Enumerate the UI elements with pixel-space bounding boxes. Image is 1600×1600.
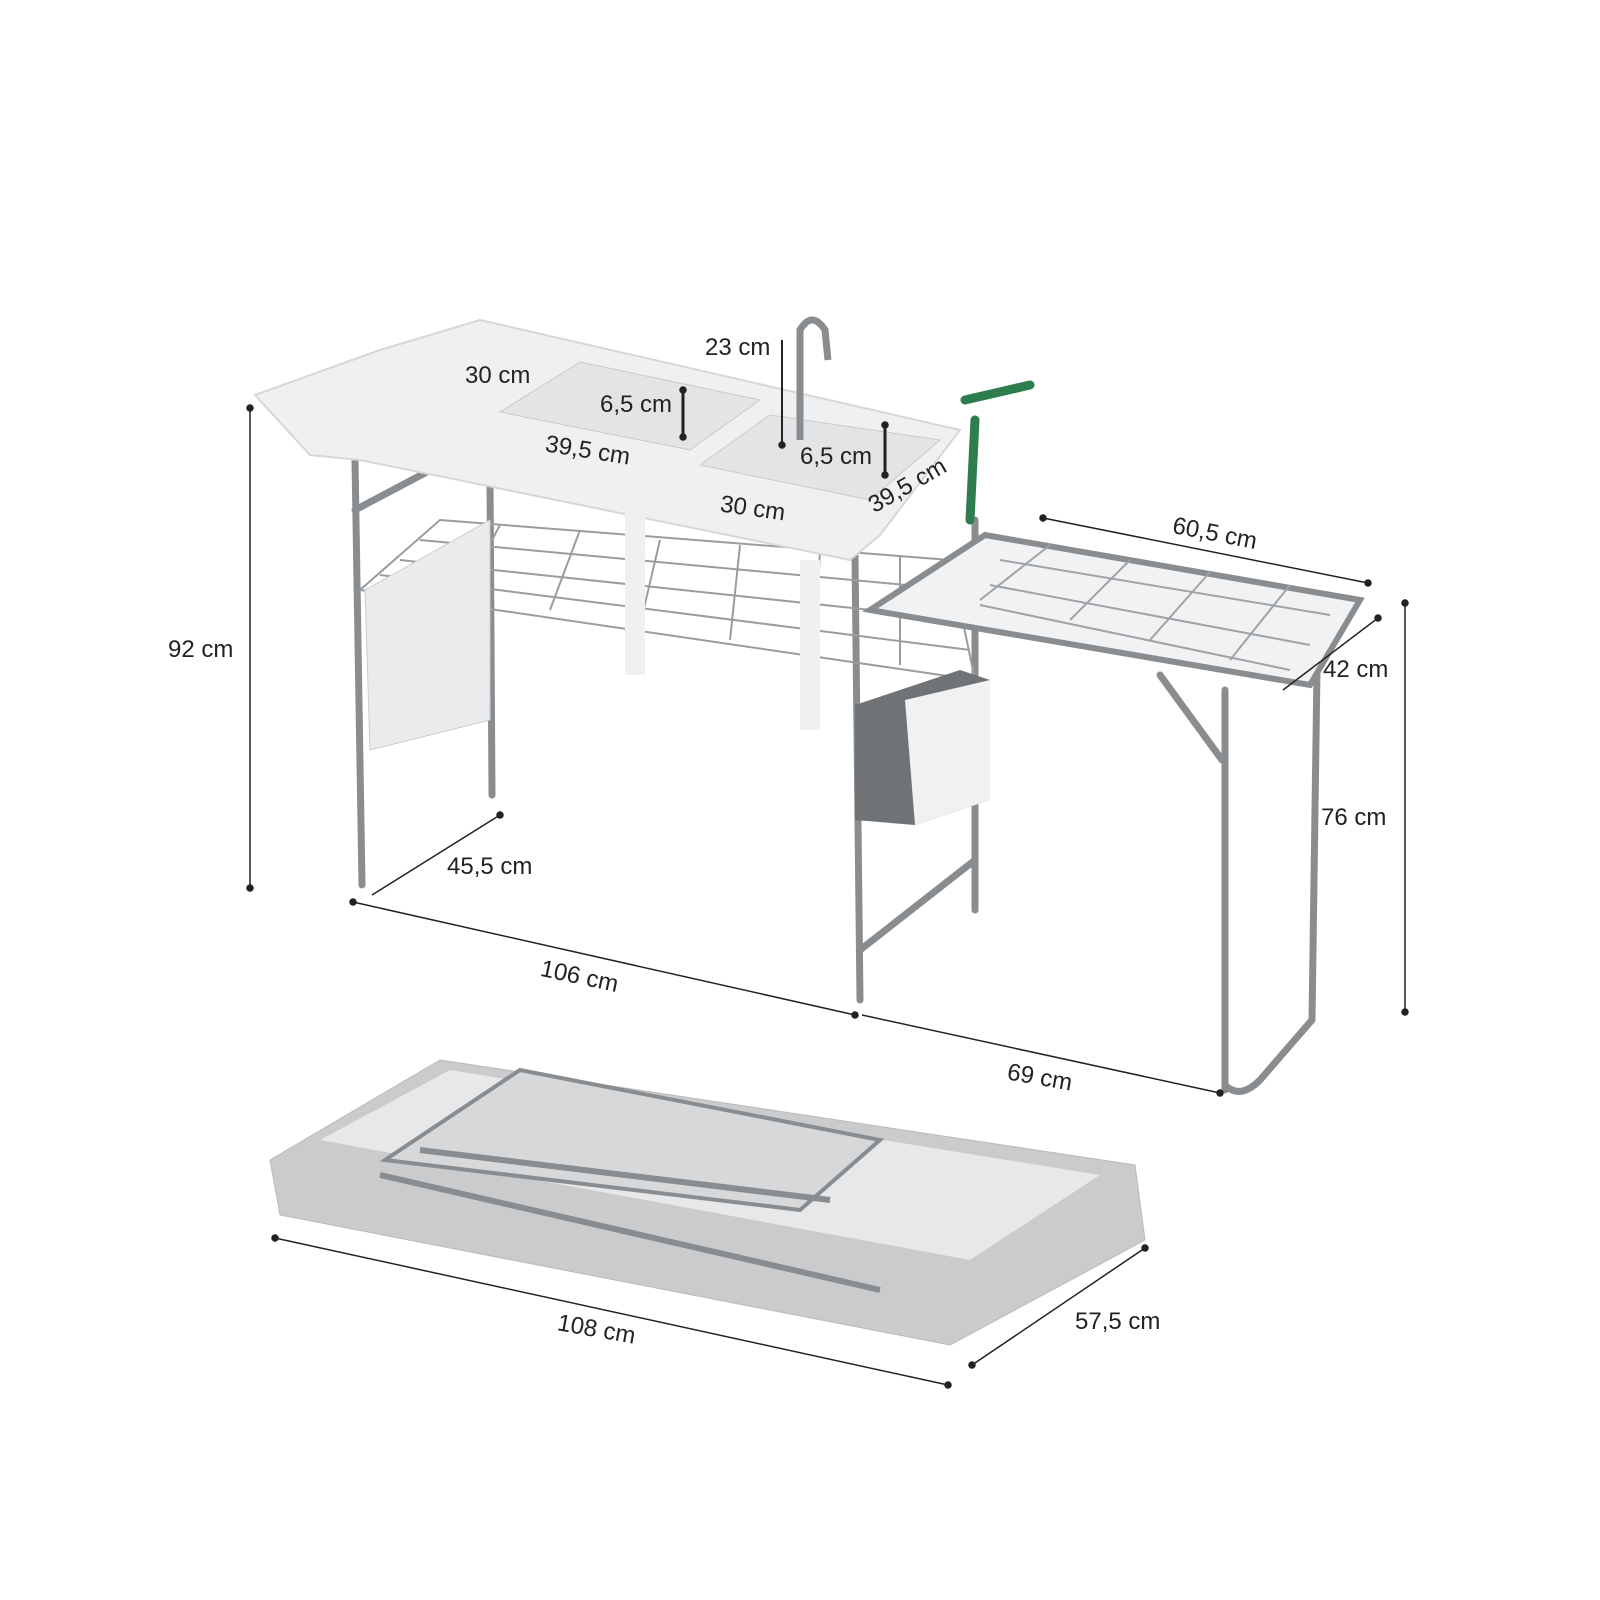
side-table [861,531,1365,689]
cutting-board [364,519,491,751]
faucet-height-label: 23 cm [705,334,771,361]
hose-sprayer-icon [960,380,1035,525]
sink-countertop [253,318,962,730]
right-sink-depth-label: 6,5 cm [800,443,873,470]
left-sink-width-label: 30 cm [465,362,531,389]
folded-width-label: 57,5 cm [1075,1308,1161,1335]
folded-table [269,1059,1146,1346]
dimension-lines [246,340,1409,1389]
left-sink-depth-label: 6,5 cm [600,391,673,418]
side-table-height-label: 76 cm [1321,804,1387,831]
total-height-label: 92 cm [168,636,234,663]
faucet-icon [796,316,832,440]
side-table-width-label: 42 cm [1323,656,1389,683]
table-depth-label: 45,5 cm [447,853,533,880]
